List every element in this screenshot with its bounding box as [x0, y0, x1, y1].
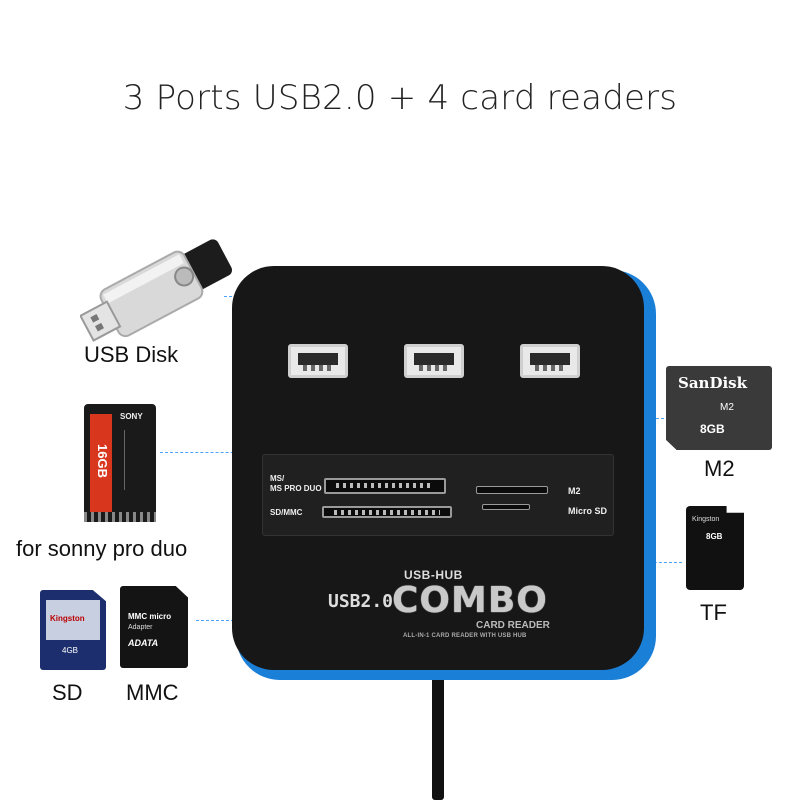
mmc-card-image: MMC micro Adapter ADATA [120, 586, 188, 668]
ms-brand: SONY [120, 412, 143, 421]
label-m2: M2 [704, 456, 735, 481]
m2-card-image: SanDisk M2 8GB [666, 366, 772, 450]
slot-label-ms: MS/ MS PRO DUO [270, 474, 322, 493]
m2-slot [476, 486, 548, 494]
slot-label-microsd: Micro SD [568, 506, 608, 516]
label-pro-duo: for sonny pro duo [16, 536, 188, 561]
usb-cable [432, 676, 444, 800]
tf-brand: Kingston [692, 516, 720, 523]
tf-card-image: Kingston 8GB [686, 506, 744, 590]
label-sd: SD [52, 680, 83, 705]
usb-port-2 [404, 344, 464, 378]
all-in-one-text: ALL-IN-1 CARD READER WITH USB HUB [403, 633, 527, 639]
usb-flash-drive-image [80, 239, 233, 342]
m2-brand: SanDisk [678, 374, 748, 392]
tf-size: 8GB [706, 532, 723, 541]
label-tf: TF [700, 600, 727, 625]
sd-card-image: Kingston 4GB [40, 590, 106, 670]
microsd-slot [482, 504, 530, 510]
label-usb-disk: USB Disk [84, 342, 179, 367]
m2-type: M2 [720, 402, 734, 413]
usb20-text: USB2.0 [328, 591, 394, 612]
usb-port-3 [520, 344, 580, 378]
slot-label-sd: SD/MMC [270, 508, 303, 517]
usb-port-1 [288, 344, 348, 378]
ms-capacity: 16GB [95, 444, 110, 478]
combo-logo: COMBO [392, 580, 548, 621]
usb-hub-text: USB-HUB [404, 568, 463, 582]
card-slot-panel [262, 454, 614, 536]
mmc-sub: Adapter [128, 624, 153, 631]
page-title: 3 Ports USB2.0 + 4 card readers [122, 78, 678, 118]
card-reader-text: CARD READER [476, 620, 550, 631]
m2-size: 8GB [700, 422, 725, 436]
memory-stick-pro-duo-image: 16GB SONY [84, 404, 156, 522]
sd-size: 4GB [62, 646, 79, 655]
label-mmc: MMC [126, 680, 179, 705]
slot-label-m2: M2 [568, 486, 581, 496]
sd-brand: Kingston [50, 614, 85, 623]
ms-slot [324, 478, 446, 494]
mmc-maker: ADATA [128, 638, 159, 648]
sd-slot [322, 506, 452, 518]
mmc-brand: MMC micro [128, 612, 172, 621]
